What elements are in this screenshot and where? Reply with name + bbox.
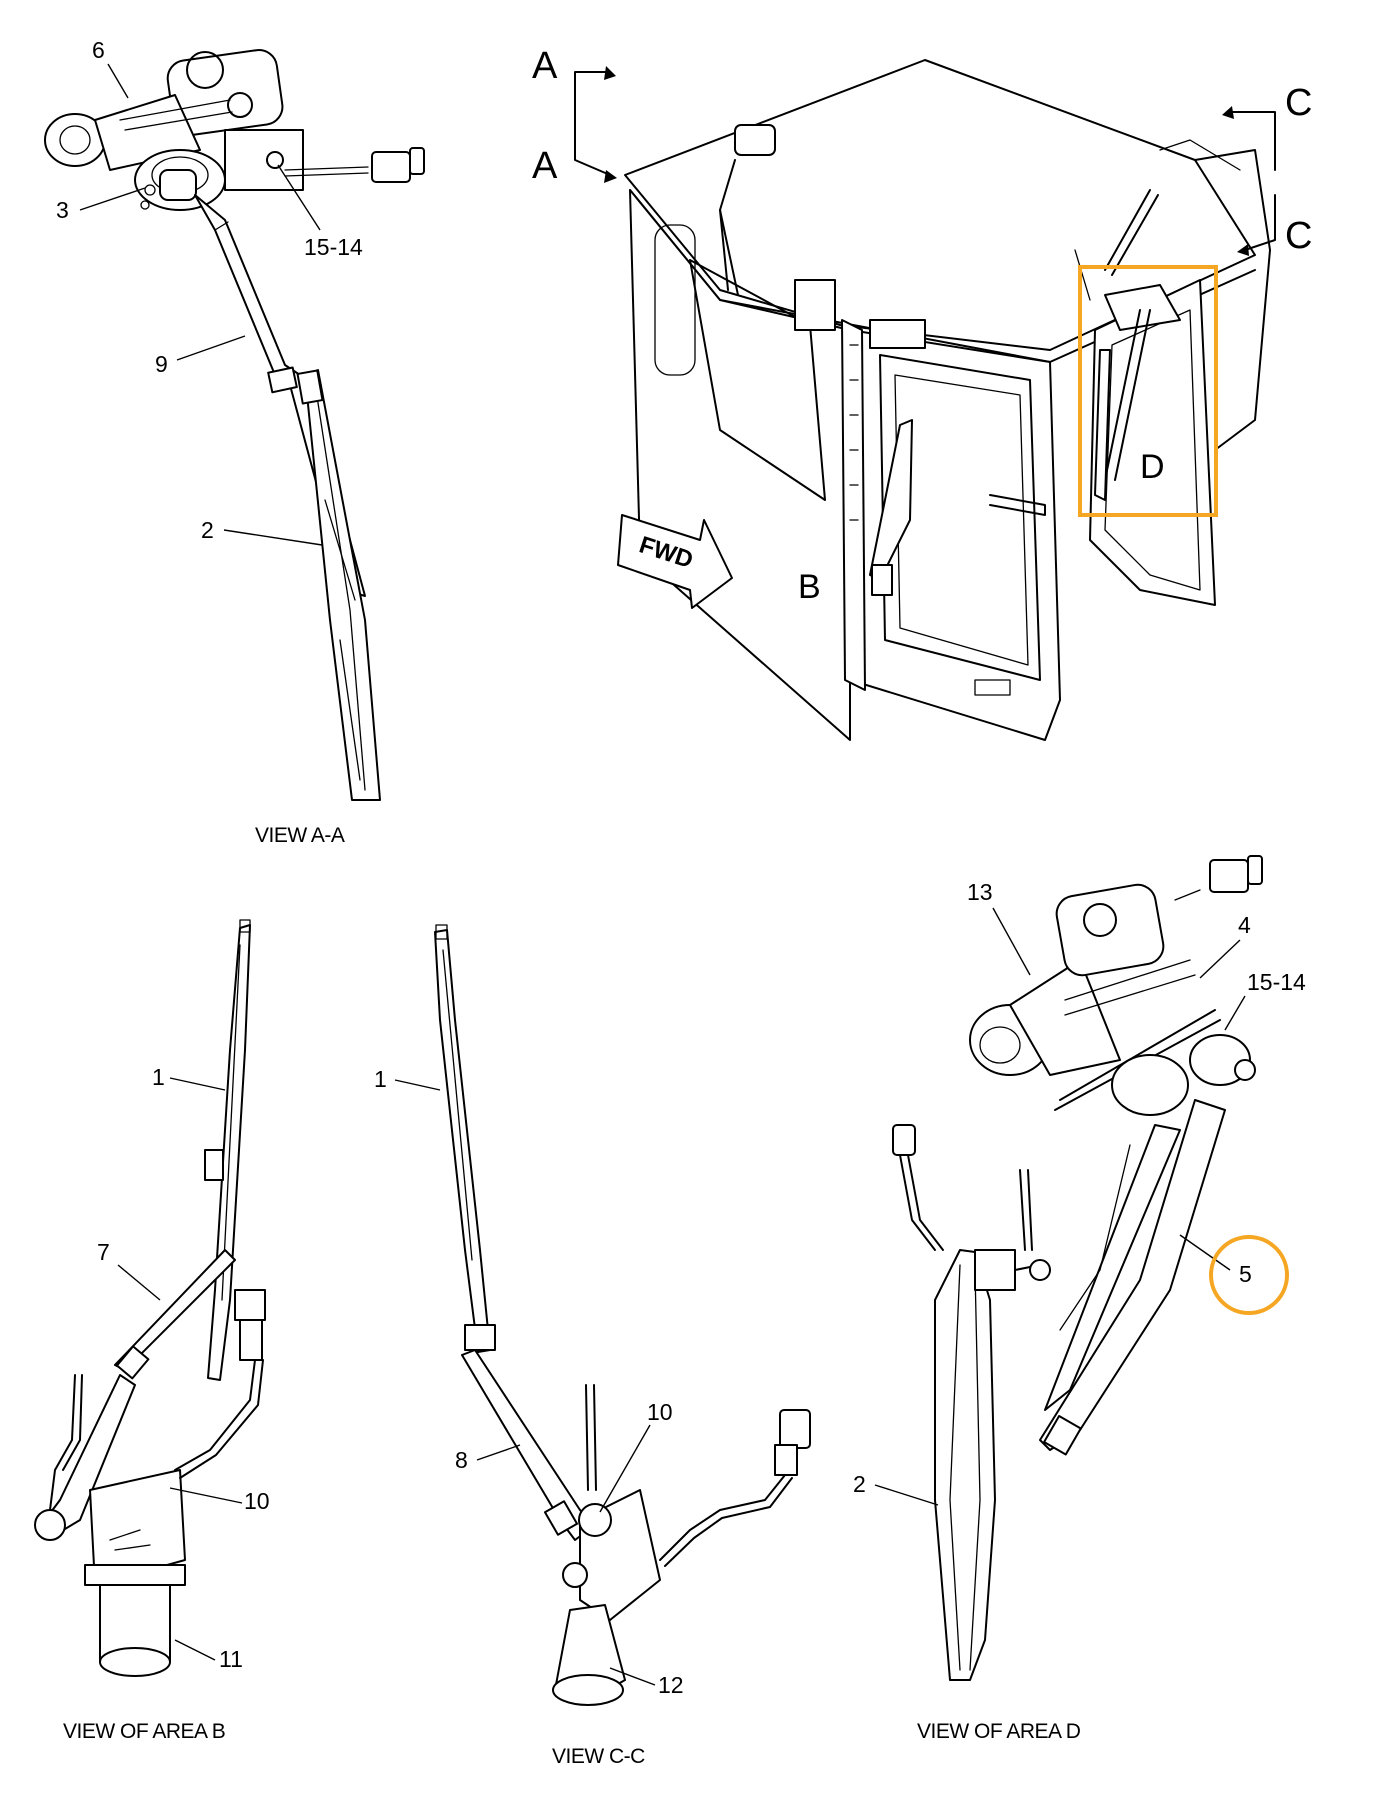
view-area-d: 13 4 15-14 5 2 VIEW OF AREA D [853,855,1306,1743]
connector-plug [1174,855,1263,901]
callout-7: 7 [97,1239,110,1265]
callout-6: 6 [92,37,105,63]
view-c-c: 1 10 8 12 VIEW C-C [374,924,811,1768]
section-arrow-c: C C [1222,82,1312,257]
callout-1: 1 [374,1066,387,1092]
wiper-motor [34,1374,186,1677]
wiper-blade [434,924,496,1353]
callout-11: 11 [219,1646,243,1672]
callout-2: 2 [201,517,214,543]
view-area-d-caption: VIEW OF AREA D [917,1720,1081,1743]
connector-harness [174,1289,266,1479]
callout-2: 2 [853,1471,866,1497]
area-label-b: B [798,568,821,606]
callout-8: 8 [455,1447,468,1473]
connector-harness [659,1409,811,1567]
callout-13: 13 [967,879,993,905]
cab-overview: A A C C FWD B D [532,45,1312,741]
view-area-b: 1 7 10 11 VIEW OF AREA B [34,919,270,1743]
wiper-motor-assembly [44,49,304,211]
section-label-a-bottom: A [532,145,558,187]
wiper-blade [296,369,381,801]
section-label-a-top: A [532,45,558,87]
callout-15-14: 15-14 [304,234,363,260]
view-c-c-caption: VIEW C-C [552,1745,645,1768]
callout-1: 1 [152,1064,165,1090]
callout-5: 5 [1239,1261,1252,1287]
section-label-c-bottom: C [1285,215,1312,257]
wiper-arm [44,1249,236,1536]
view-area-b-caption: VIEW OF AREA B [63,1720,225,1743]
callout-4: 4 [1238,912,1251,938]
wiper-arm [461,1349,596,1541]
callout-3: 3 [56,197,69,223]
callout-10: 10 [244,1488,270,1514]
section-arrow-a: A A [532,45,617,187]
fwd-arrow: FWD [617,514,733,609]
area-d-highlight-box [1078,265,1218,517]
section-label-c-top: C [1285,82,1312,124]
connector-plug [284,147,425,183]
wiper-arm [1039,1099,1226,1456]
view-a-a-caption: VIEW A-A [255,824,345,847]
wiper-motor-assembly [969,883,1256,1116]
wiper-motor [552,1384,661,1706]
view-a-a: 6 3 15-14 9 2 VIEW A-A [44,37,425,847]
area-label-d: D [1140,448,1165,486]
callout-10: 10 [647,1399,673,1425]
callout-9: 9 [155,351,168,377]
callout-5-highlight-circle [1209,1235,1289,1315]
wiper-blade [934,1249,1051,1681]
harness-cable [892,1124,1033,1251]
callout-15-14: 15-14 [1247,969,1306,995]
callout-12: 12 [658,1672,684,1698]
